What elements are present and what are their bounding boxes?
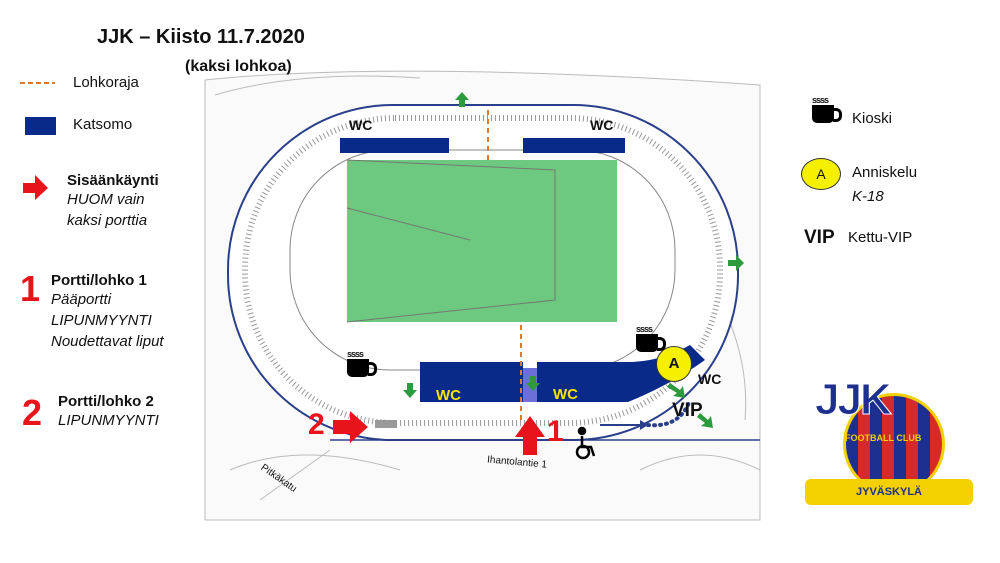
gate-2-arrow[interactable] <box>333 411 368 443</box>
entrance-note: kaksi porttia <box>67 212 148 229</box>
wc-label: WC <box>553 386 578 403</box>
anniskelu-legend-badge: A <box>801 158 841 190</box>
football-field <box>347 160 617 322</box>
gate-1-number: 1 <box>20 268 41 309</box>
stand-main-1 <box>420 362 523 402</box>
logo-city-ribbon: JYVÄSKYLÄ <box>805 479 973 505</box>
legend-gate-2: Portti/lohko 2 LIPUNMYYNTI <box>58 393 159 431</box>
legend-katsomo: Katsomo <box>73 116 133 133</box>
wc-label: WC <box>436 387 461 404</box>
kiosk-legend-icon: ssss <box>812 95 842 123</box>
gate-1-line: Pääportti <box>51 291 112 308</box>
entrance-note: HUOM vain <box>67 191 145 208</box>
kiosk-icon: ssss <box>636 324 666 352</box>
anniskelu-badge-map: A <box>656 346 692 382</box>
gate-1-line: Noudettavat liput <box>51 333 164 350</box>
legend-kioski: Kioski <box>852 110 893 127</box>
legend-vip-label: VIP <box>804 227 835 248</box>
gate-2-map-number: 2 <box>308 408 325 441</box>
legend-kettu-vip: Kettu-VIP <box>848 229 913 246</box>
stand-north-west <box>340 138 449 153</box>
kiosk-icon: ssss <box>347 349 377 377</box>
gate-1-line: LIPUNMYYNTI <box>51 312 152 329</box>
gate-1-arrow[interactable] <box>515 416 545 455</box>
gate-2-line: LIPUNMYYNTI <box>58 412 159 429</box>
page-subtitle: (kaksi lohkoa) <box>185 58 292 75</box>
entrance-legend-arrow <box>23 175 48 200</box>
wc-label: WC <box>698 371 722 387</box>
entrance-title: Sisäänkäynti <box>67 172 159 189</box>
katsomo-legend-swatch <box>25 117 56 135</box>
logo-club-text: FOOTBALL CLUB <box>845 433 922 443</box>
wc-label: WC <box>349 117 373 133</box>
gate-1-title: Portti/lohko 1 <box>51 272 147 289</box>
gate-2-number: 2 <box>22 392 43 433</box>
legend-entrance: Sisäänkäynti HUOM vain kaksi porttia <box>67 172 159 231</box>
legend-gate-1: Portti/lohko 1 Pääportti LIPUNMYYNTI Nou… <box>51 272 164 352</box>
wheelchair-icon <box>575 426 596 460</box>
gate-1-map-number: 1 <box>547 415 564 448</box>
jjk-logo: JJK FOOTBALL CLUB JYVÄSKYLÄ <box>805 375 977 517</box>
wc-label: WC <box>590 117 614 133</box>
legend-lohkoraja: Lohkoraja <box>73 74 139 91</box>
legend-k18: K-18 <box>852 188 884 205</box>
legend-anniskelu: Anniskelu <box>852 164 918 181</box>
page-title: JJK – Kiisto 11.7.2020 <box>97 26 305 48</box>
gate-2-title: Portti/lohko 2 <box>58 393 154 410</box>
exit-arrows <box>403 92 744 428</box>
vip-map-label: VIP <box>672 400 703 421</box>
logo-letters: JJK <box>815 375 893 425</box>
stand-north-east <box>523 138 625 153</box>
